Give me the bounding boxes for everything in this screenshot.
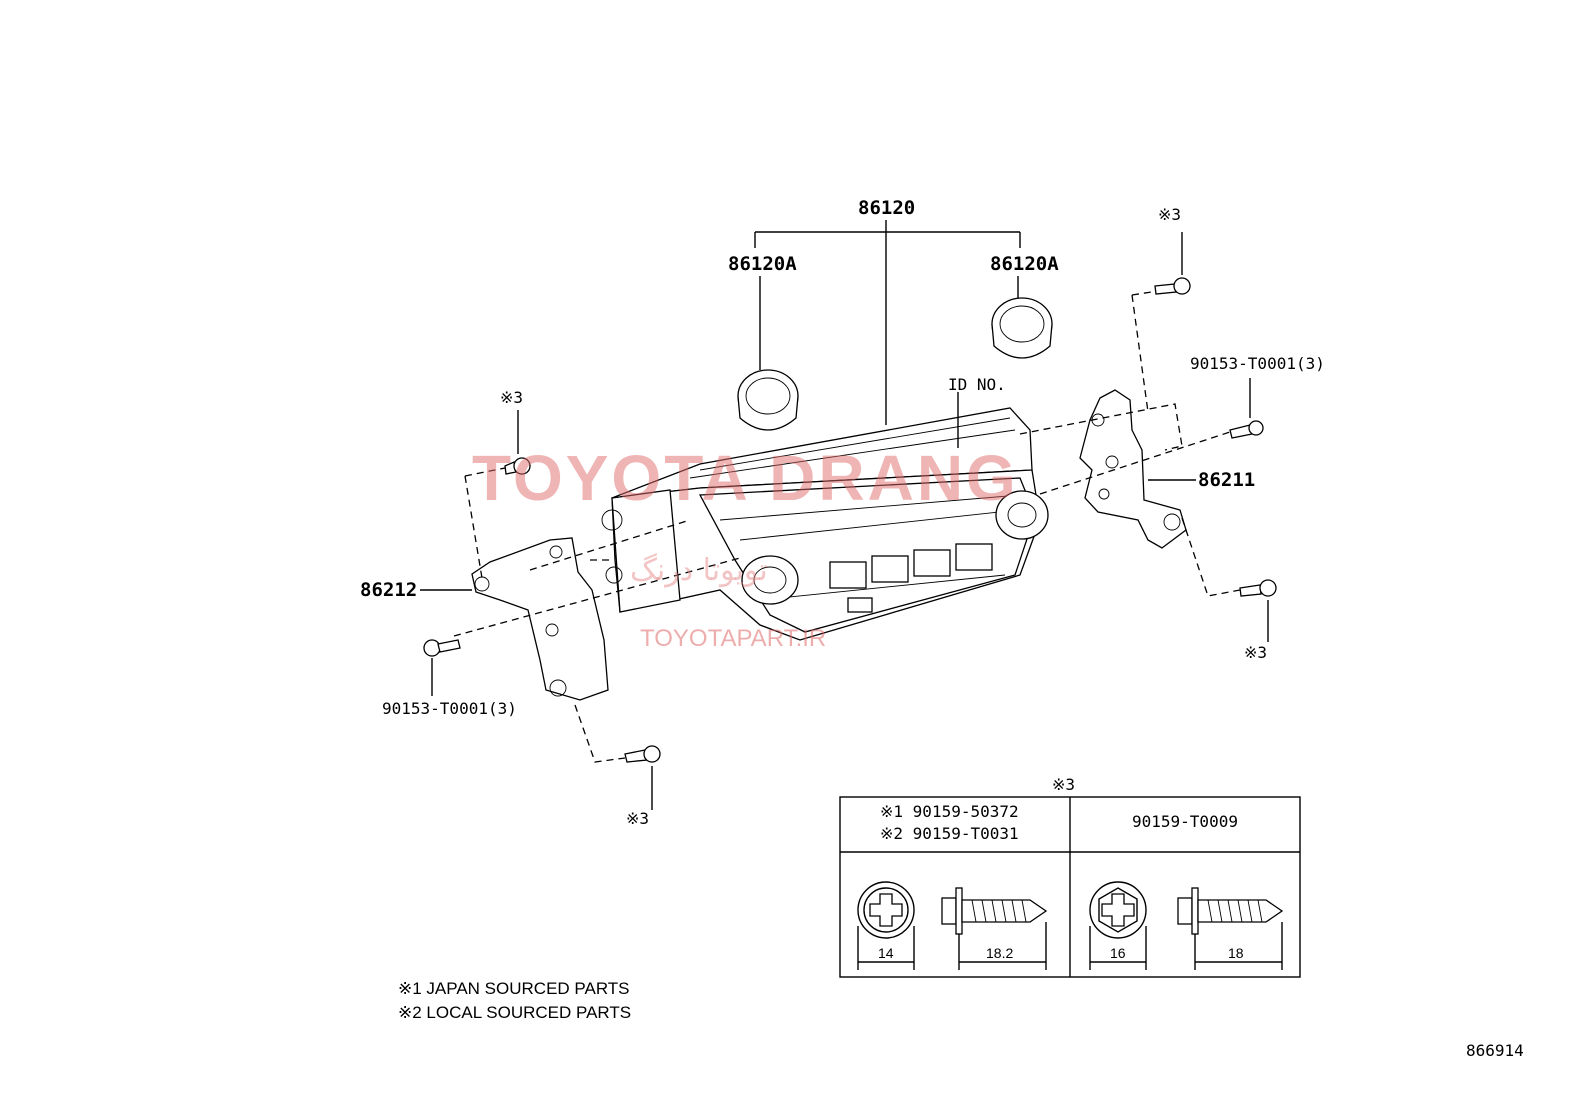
label-86212: 86212 bbox=[360, 579, 417, 601]
bracket-left-86212 bbox=[420, 537, 609, 701]
screw-1-side bbox=[941, 887, 1048, 935]
label-86211: 86211 bbox=[1198, 469, 1255, 491]
ref-mark-left-top: ※3 bbox=[500, 388, 523, 407]
screw-2-side bbox=[1177, 887, 1284, 935]
ref-mark-right-bottom: ※3 bbox=[1244, 643, 1267, 662]
dim-16: 16 bbox=[1110, 945, 1126, 961]
screw-left-top bbox=[504, 410, 531, 475]
screw-left-bottom bbox=[624, 745, 661, 810]
dim-18-2: 18.2 bbox=[986, 945, 1013, 961]
screw-2-head bbox=[1089, 881, 1147, 939]
screw-1-head bbox=[857, 881, 915, 939]
radio-assembly bbox=[601, 407, 1049, 641]
label-screw-90153-right: 90153-T0001(3) bbox=[1190, 354, 1325, 373]
bracket-right-86211 bbox=[1079, 389, 1196, 549]
screw-right-bottom bbox=[1239, 579, 1277, 642]
dim-14: 14 bbox=[878, 945, 894, 961]
label-86120: 86120 bbox=[858, 197, 915, 219]
dim-18: 18 bbox=[1228, 945, 1244, 961]
label-86120a-right: 86120A bbox=[990, 253, 1059, 275]
watermark: TOYOTA DRANG تویوتا درنگ TOYOTAPART.IR bbox=[472, 442, 1019, 652]
label-id-no: ID NO. bbox=[948, 375, 1006, 394]
table-col2: 90159-T0009 bbox=[1132, 812, 1238, 831]
watermark-url: TOYOTAPART.IR bbox=[640, 625, 826, 652]
ref-mark-left-bottom: ※3 bbox=[626, 809, 649, 828]
knob-right bbox=[991, 297, 1053, 359]
screw-right-top bbox=[1154, 232, 1191, 295]
screw-left-mid bbox=[423, 639, 461, 696]
table-col1-line2: ※2 90159-T0031 bbox=[880, 824, 1019, 843]
preset-buttons bbox=[829, 543, 993, 613]
knob-left bbox=[737, 369, 799, 431]
table-col1-line1: ※1 90159-50372 bbox=[880, 802, 1019, 821]
note-local-sourced: ※2 LOCAL SOURCED PARTS bbox=[398, 1003, 631, 1022]
label-86120a-left: 86120A bbox=[728, 253, 797, 275]
table-header: ※3 bbox=[1052, 775, 1075, 794]
watermark-persian: تویوتا درنگ bbox=[630, 553, 768, 588]
label-screw-90153-left: 90153-T0001(3) bbox=[382, 699, 517, 718]
note-japan-sourced: ※1 JAPAN SOURCED PARTS bbox=[398, 979, 630, 998]
diagram-id: 866914 bbox=[1466, 1041, 1524, 1060]
screw-right-mid bbox=[1229, 378, 1264, 439]
leaders-86120 bbox=[754, 220, 1021, 448]
watermark-brand: TOYOTA DRANG bbox=[472, 442, 1019, 514]
screw-spec-table: ※3 ※1 90159-50372 ※2 90159-T0031 90159-T… bbox=[839, 775, 1301, 978]
ref-mark-right-top: ※3 bbox=[1158, 205, 1181, 224]
